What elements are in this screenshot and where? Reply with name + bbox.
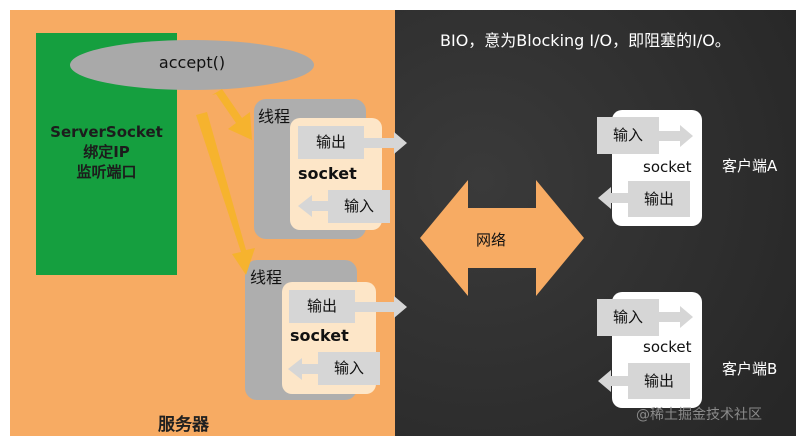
client-b-output-box: 输出 — [628, 363, 690, 399]
thread-output-box-2: 输出 — [289, 290, 355, 323]
thread-socket-label-2: socket — [290, 326, 349, 345]
server-socket-line: 监听端口 — [76, 163, 137, 181]
client-a-label: 客户端A — [722, 157, 778, 175]
diagram-title: BIO，意为Blocking I/O，即阻塞的I/O。 — [440, 31, 731, 50]
thread-socket-label-1: socket — [298, 164, 357, 183]
client-b-socket-label: socket — [643, 338, 692, 356]
accept-ellipse — [70, 40, 314, 90]
client-a-output-arrow — [598, 187, 628, 209]
thread1-output-arrow — [364, 132, 407, 154]
client-b-input-box: 输入 — [597, 299, 659, 336]
client-b-output-arrow — [598, 370, 628, 392]
server-socket-line: 绑定IP — [83, 143, 130, 161]
thread2-output-arrow — [355, 296, 407, 318]
client-a-input-box: 输入 — [597, 117, 659, 154]
thread-output-box-1: 输出 — [298, 126, 364, 159]
thread-input-box-2: 输入 — [318, 352, 380, 385]
accept-arrow-2 — [196, 112, 255, 275]
client-b-input-arrow — [659, 306, 693, 328]
watermark-text: @稀土掘金技术社区 — [636, 407, 762, 423]
client-a-socket-label: socket — [643, 158, 692, 176]
thread-label-2: 线程 — [250, 268, 283, 287]
network-double-arrow — [420, 180, 584, 296]
thread-label-1: 线程 — [258, 107, 291, 126]
server-socket-line: ServerSocket — [50, 123, 163, 141]
network-label: 网络 — [476, 231, 507, 249]
server-label: 服务器 — [158, 415, 209, 435]
accept-arrow-1 — [212, 89, 252, 140]
client-a-output-box: 输出 — [628, 181, 690, 217]
thread2-input-arrow — [288, 358, 318, 380]
server-socket-text: ServerSocket 绑定IP 监听端口 — [36, 122, 177, 182]
accept-label: accept() — [158, 53, 226, 72]
client-a-input-arrow — [659, 125, 693, 147]
thread1-input-arrow — [298, 195, 328, 217]
client-b-label: 客户端B — [722, 360, 778, 378]
thread-input-box-1: 输入 — [328, 190, 390, 223]
